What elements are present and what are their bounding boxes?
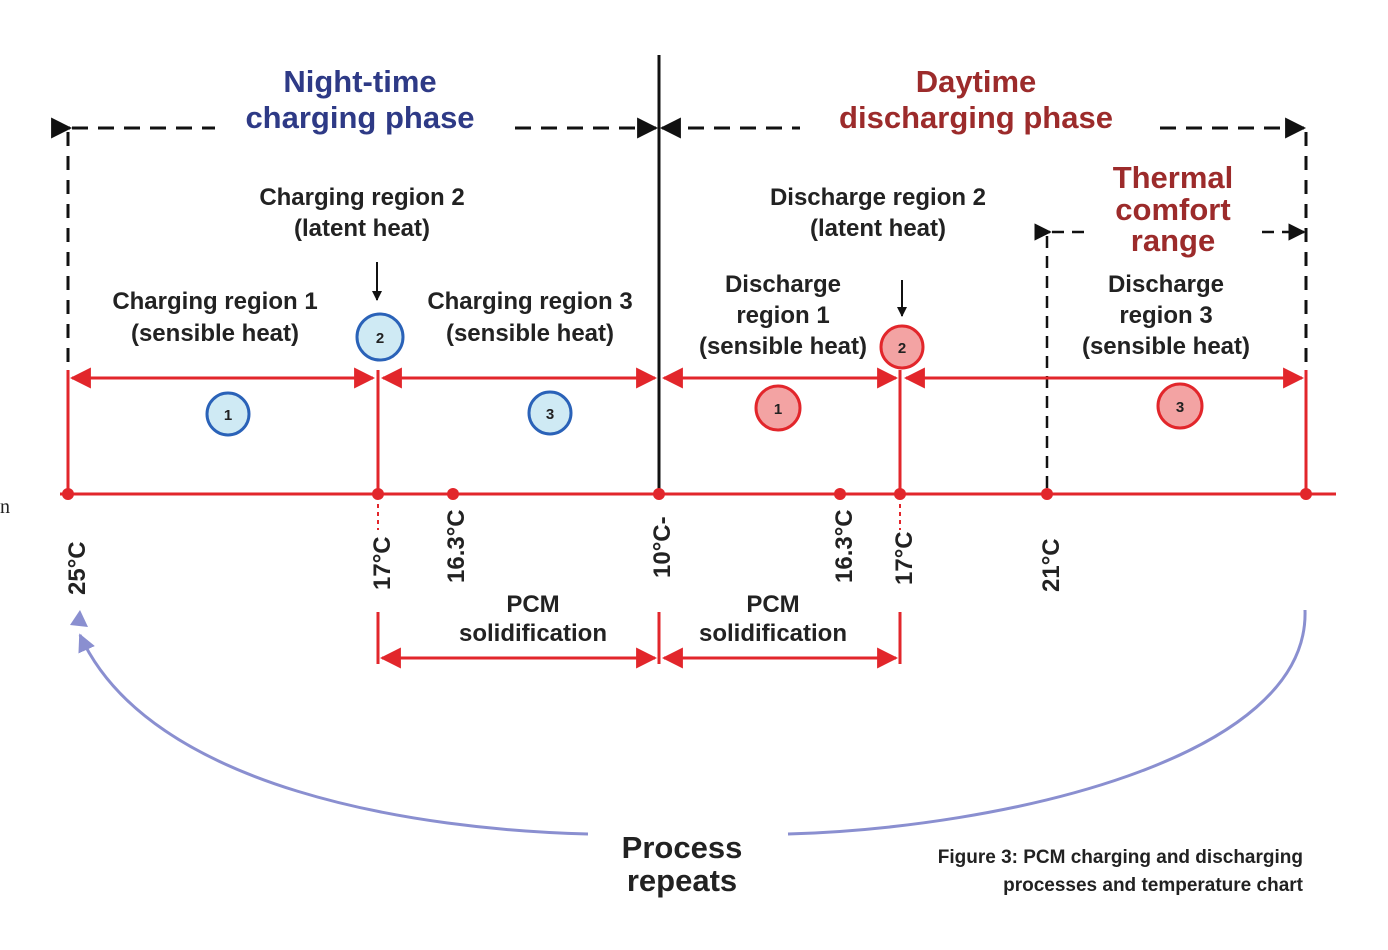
charging-region-3-subtitle: (sensible heat) — [446, 320, 614, 347]
charging-region-1-title: Charging region 1 — [112, 288, 317, 315]
discharge-marker-3-number: 3 — [1176, 399, 1184, 416]
charging-region-1-label: Charging region 1 (sensible heat) — [112, 288, 317, 347]
night-phase-title-line2: charging phase — [245, 100, 474, 135]
temp-label-16-3-left: 16.3°C — [443, 509, 470, 583]
discharge-region-3-label: Discharge region 3 (sensible heat) — [1082, 271, 1250, 360]
discharge-marker-2: 2 — [879, 324, 925, 370]
comfort-range-lines — [1034, 223, 1306, 488]
charge-marker-3-number: 3 — [546, 406, 554, 423]
repeat-arrowhead — [70, 610, 88, 627]
day-phase-title-line1: Daytime — [916, 64, 1037, 99]
discharge-region-3-title-line2: region 3 — [1119, 302, 1212, 329]
latent-heat-pointers — [372, 262, 907, 317]
comfort-title-line1: Thermal — [1113, 160, 1234, 195]
process-repeats-line2: repeats — [627, 863, 737, 898]
repeat-arc-right — [787, 609, 1307, 836]
charge-marker-3: 3 — [527, 390, 573, 436]
axis-point-16-3-right — [834, 488, 846, 500]
charging-region-2-title: Charging region 2 — [259, 184, 464, 211]
discharge-marker-2-number: 2 — [898, 340, 906, 357]
temp-label-17-right: 17°C — [891, 531, 918, 585]
day-phase-heading: Daytime discharging phase — [839, 64, 1113, 135]
temp-label-10: 10°C- — [649, 516, 676, 578]
process-repeats-label: Process repeats — [622, 830, 743, 898]
discharge-region-3-subtitle: (sensible heat) — [1082, 333, 1250, 360]
axis-point-16-3-left — [447, 488, 459, 500]
charge-marker-1-number: 1 — [224, 407, 232, 424]
pcm-left-line2: solidification — [459, 620, 607, 647]
pcm-right-line2: solidification — [699, 620, 847, 647]
discharge-region-2-title: Discharge region 2 — [770, 184, 986, 211]
discharge-region-2-label: Discharge region 2 (latent heat) — [770, 184, 986, 242]
axis-point-17-left — [372, 488, 384, 500]
axis-point-25 — [62, 488, 74, 500]
charging-region-2-subtitle: (latent heat) — [294, 215, 430, 242]
discharge-region-2-subtitle: (latent heat) — [810, 215, 946, 242]
charging-region-2-label: Charging region 2 (latent heat) — [259, 184, 464, 242]
discharge-region-1-title: Discharge — [725, 271, 841, 298]
axis-point-17-right — [894, 488, 906, 500]
thermal-comfort-heading: Thermal comfort range — [1113, 160, 1234, 258]
discharge-marker-3: 3 — [1156, 382, 1204, 430]
process-repeats-line1: Process — [622, 830, 743, 865]
charge-marker-1: 1 — [205, 391, 251, 437]
discharge-region-1-subtitle: (sensible heat) — [699, 333, 867, 360]
charge-marker-2-number: 2 — [376, 330, 384, 347]
axis-point-21 — [1041, 488, 1053, 500]
discharge-marker-1-number: 1 — [774, 401, 782, 418]
temperature-labels: 25°C 17°C 16.3°C 10°C- 16.3°C 17°C 21°C — [64, 509, 1065, 595]
axis-point-end — [1300, 488, 1312, 500]
charging-region-1-subtitle: (sensible heat) — [131, 320, 299, 347]
axis-point-10 — [653, 488, 665, 500]
temp-label-25: 25°C — [64, 541, 91, 595]
pcm-left-line1: PCM — [506, 591, 559, 618]
margin-fragment-text: n — [0, 496, 10, 518]
discharge-region-3-title: Discharge — [1108, 271, 1224, 298]
discharge-marker-1: 1 — [754, 384, 802, 432]
repeat-arc-left — [78, 633, 589, 836]
pcm-solidification-left-label: PCM solidification — [459, 591, 607, 647]
temp-label-17-left: 17°C — [369, 536, 396, 590]
caption-line2: processes and temperature chart — [1003, 875, 1304, 896]
charging-region-3-label: Charging region 3 (sensible heat) — [427, 288, 632, 347]
day-phase-title-line2: discharging phase — [839, 100, 1113, 135]
comfort-title-line3: range — [1131, 223, 1215, 258]
pcm-solidification-spans — [376, 612, 902, 669]
pcm-right-line1: PCM — [746, 591, 799, 618]
temperature-axis — [60, 488, 1336, 500]
region-boundary-lines — [66, 370, 1308, 494]
temp-label-21: 21°C — [1038, 538, 1065, 592]
pcm-solidification-right-label: PCM solidification — [699, 591, 847, 647]
charging-region-3-title: Charging region 3 — [427, 288, 632, 315]
comfort-title-line2: comfort — [1115, 192, 1230, 227]
discharge-region-1-label: Discharge region 1 (sensible heat) — [699, 271, 867, 360]
process-repeat-arcs — [78, 609, 1307, 836]
discharge-region-1-title-line2: region 1 — [736, 302, 829, 329]
caption-line1: Figure 3: PCM charging and discharging — [938, 847, 1303, 868]
charge-marker-2: 2 — [355, 312, 405, 362]
figure-caption: Figure 3: PCM charging and discharging p… — [938, 847, 1304, 896]
temp-label-16-3-right: 16.3°C — [831, 509, 858, 583]
night-phase-title-line1: Night-time — [283, 64, 436, 99]
night-phase-heading: Night-time charging phase — [245, 64, 474, 135]
